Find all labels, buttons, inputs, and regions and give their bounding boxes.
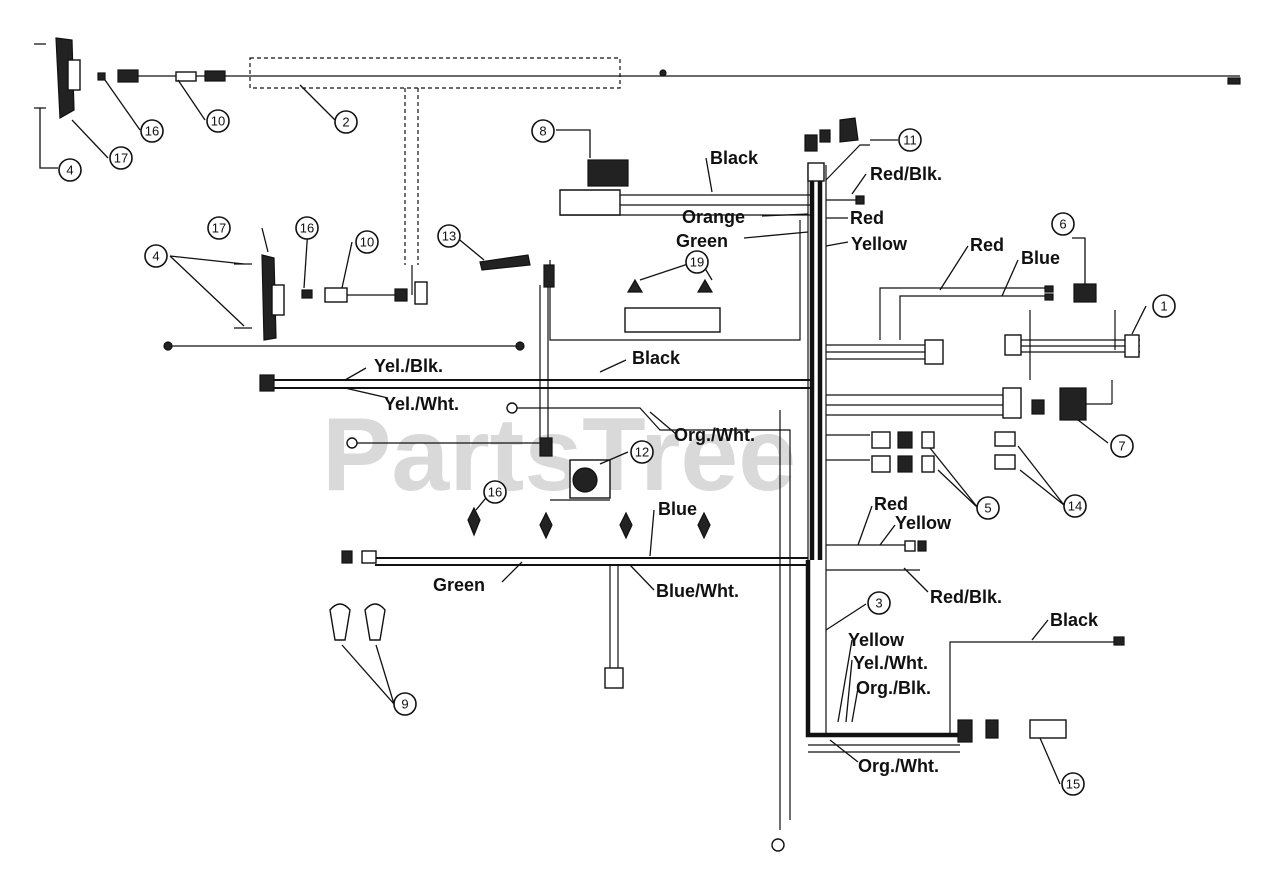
svg-text:14: 14 xyxy=(1068,499,1082,514)
label-leaders xyxy=(344,157,1049,763)
callout-16-mid: 16 xyxy=(295,216,319,240)
callout-19: 19 xyxy=(685,250,709,274)
label-red-top: Red xyxy=(850,208,884,228)
label-org-wht-mid: Org./Wht. xyxy=(674,425,755,445)
wire-labels: Black Red/Blk. Orange Red Green Yellow R… xyxy=(374,148,1099,776)
top-harness xyxy=(97,57,1241,305)
callout-8: 8 xyxy=(531,119,555,143)
callout-6: 6 xyxy=(1051,212,1075,236)
svg-text:10: 10 xyxy=(360,235,374,250)
main-trunk xyxy=(804,134,960,753)
svg-text:19: 19 xyxy=(690,255,704,270)
callout-16-low: 16 xyxy=(483,480,507,504)
callout-17-mid: 17 xyxy=(207,216,231,240)
label-green-low: Green xyxy=(433,575,485,595)
label-red-blk-top: Red/Blk. xyxy=(870,164,942,184)
svg-text:15: 15 xyxy=(1066,777,1080,792)
svg-text:16: 16 xyxy=(300,221,314,236)
label-red-blk-low: Red/Blk. xyxy=(930,587,1002,607)
svg-text:10: 10 xyxy=(211,114,225,129)
callout-10-mid: 10 xyxy=(355,230,379,254)
label-black-bottom: Black xyxy=(1050,610,1099,630)
branches xyxy=(549,159,1097,473)
label-red-right: Red xyxy=(970,235,1004,255)
watermark: PartsTree xyxy=(322,397,796,513)
label-yel-wht-bottom: Yel./Wht. xyxy=(853,653,928,673)
callout-13: 13 xyxy=(437,224,461,248)
callout-11: 11 xyxy=(898,128,922,152)
label-blue-low: Blue xyxy=(658,499,697,519)
callout-16-top: 16 xyxy=(140,119,164,143)
svg-text:17: 17 xyxy=(212,221,226,236)
callout-15: 15 xyxy=(1061,772,1085,796)
callout-4-mid: 4 xyxy=(144,244,168,268)
svg-text:1: 1 xyxy=(1160,299,1167,314)
svg-text:5: 5 xyxy=(984,501,991,516)
light-assembly-mid xyxy=(234,254,408,341)
svg-text:12: 12 xyxy=(635,445,649,460)
label-yel-wht: Yel./Wht. xyxy=(384,394,459,414)
callout-4-top: 4 xyxy=(58,158,82,182)
label-yellow-low: Yellow xyxy=(895,513,952,533)
svg-text:4: 4 xyxy=(66,163,73,178)
leader-lines xyxy=(71,79,1147,785)
label-orange: Orange xyxy=(682,207,745,227)
svg-text:17: 17 xyxy=(114,151,128,166)
label-black-mid: Black xyxy=(632,348,681,368)
left-harness xyxy=(163,264,812,852)
label-black-top: Black xyxy=(710,148,759,168)
misc-parts xyxy=(329,117,1140,641)
svg-text:9: 9 xyxy=(401,697,408,712)
callout-5: 5 xyxy=(976,496,1000,520)
callout-17-top: 17 xyxy=(109,146,133,170)
label-blue-right: Blue xyxy=(1021,248,1060,268)
svg-text:7: 7 xyxy=(1118,439,1125,454)
label-yellow-bottom: Yellow xyxy=(848,630,905,650)
svg-text:16: 16 xyxy=(488,485,502,500)
callouts: 4 17 16 10 2 8 11 6 1 17 16 10 4 13 19 7… xyxy=(58,109,1176,796)
svg-text:11: 11 xyxy=(903,133,917,148)
label-yellow-top: Yellow xyxy=(851,234,908,254)
svg-text:13: 13 xyxy=(442,229,456,244)
callout-12: 12 xyxy=(630,440,654,464)
label-green-top: Green xyxy=(676,231,728,251)
svg-text:4: 4 xyxy=(152,249,159,264)
svg-text:6: 6 xyxy=(1059,217,1066,232)
callout-9: 9 xyxy=(393,692,417,716)
callout-14: 14 xyxy=(1063,494,1087,518)
callout-3: 3 xyxy=(867,591,891,615)
lower-harness xyxy=(341,540,1125,743)
svg-text:3: 3 xyxy=(875,596,882,611)
callout-10-top: 10 xyxy=(206,109,230,133)
callout-2: 2 xyxy=(334,110,358,134)
label-red-low: Red xyxy=(874,494,908,514)
callout-1: 1 xyxy=(1152,294,1176,318)
light-assembly-top xyxy=(34,37,81,169)
label-blue-wht: Blue/Wht. xyxy=(656,581,739,601)
svg-text:2: 2 xyxy=(342,115,349,130)
label-yel-blk: Yel./Blk. xyxy=(374,356,443,376)
callout-7: 7 xyxy=(1110,434,1134,458)
label-org-wht-bottom: Org./Wht. xyxy=(858,756,939,776)
label-org-blk: Org./Blk. xyxy=(856,678,931,698)
svg-text:16: 16 xyxy=(145,124,159,139)
svg-text:8: 8 xyxy=(539,124,546,139)
